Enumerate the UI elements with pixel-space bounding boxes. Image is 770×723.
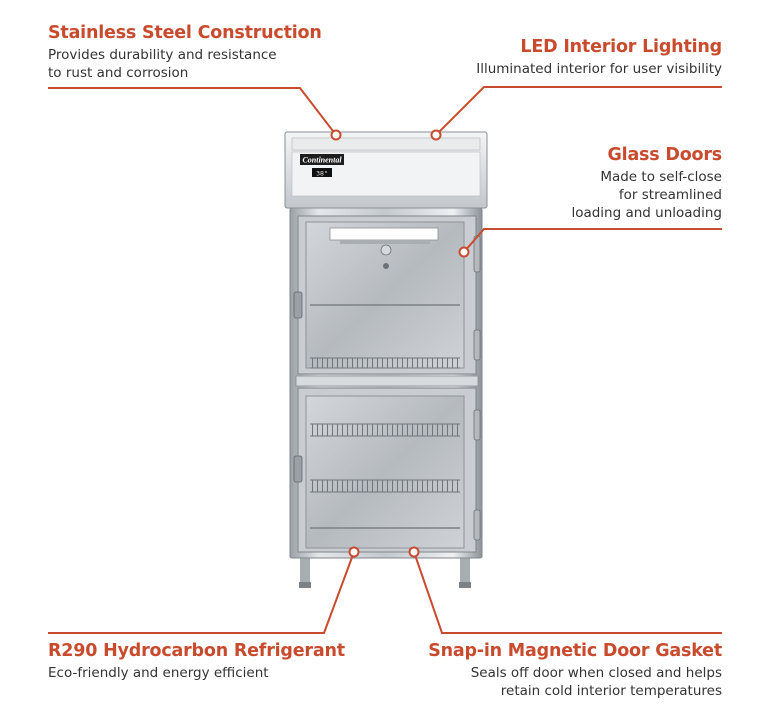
leader-glass-doors [463,228,722,253]
callout-glass-doors: Glass Doors Made to self-close for strea… [571,144,722,222]
callout-door-gasket: Snap-in Magnetic Door Gasket Seals off d… [428,640,722,700]
feature-desc-line: loading and unloading [571,205,722,221]
leader-refrigerant [48,551,355,634]
feature-title-door-gasket: Snap-in Magnetic Door Gasket [428,641,722,661]
feature-desc-stainless-steel: Provides durability and resistance to ru… [48,46,322,82]
marker-refrigerant [348,546,360,558]
feature-desc-glass-doors: Made to self-close for streamlined loadi… [571,168,722,222]
feature-desc-line: Made to self-close [600,169,722,185]
feature-title-stainless-steel: Stainless Steel Construction [48,23,322,43]
door-divider [295,375,479,387]
feature-desc-line: Seals off door when closed and helps [470,665,722,681]
feature-desc-line: to rust and corrosion [48,65,189,81]
feature-desc-line: Provides durability and resistance [48,47,277,63]
lower-glass-door [297,387,477,553]
brand-badge-text: Continental [302,156,342,165]
callout-refrigerant: R290 Hydrocarbon Refrigerant Eco-friendl… [48,640,345,682]
temperature-display-text: 38° [316,170,328,178]
feature-title-glass-doors: Glass Doors [607,145,722,165]
callout-stainless-steel: Stainless Steel Construction Provides du… [48,22,322,82]
feature-desc-door-gasket: Seals off door when closed and helps ret… [428,664,722,700]
marker-glass-doors [458,246,470,258]
marker-stainless-steel [330,129,342,141]
feature-desc-line: Eco-friendly and energy efficient [48,665,269,681]
temperature-display [312,168,332,177]
upper-glass-door [297,215,477,375]
leader-led-lighting [435,86,722,136]
leg-right [459,556,471,588]
feature-desc-refrigerant: Eco-friendly and energy efficient [48,664,345,682]
door-handles [293,235,481,541]
leg-left [299,556,311,588]
brand-badge [300,154,344,165]
feature-desc-line: Illuminated interior for user visibility [476,61,722,77]
feature-desc-line: retain cold interior temperatures [500,683,722,699]
leader-door-gasket [413,551,722,634]
feature-desc-line: for streamlined [618,187,722,203]
marker-door-gasket [408,546,420,558]
feature-title-refrigerant: R290 Hydrocarbon Refrigerant [48,641,345,661]
feature-title-led-lighting: LED Interior Lighting [520,37,722,57]
callout-led-lighting: LED Interior Lighting Illuminated interi… [476,36,722,78]
marker-led-lighting [430,129,442,141]
feature-desc-led-lighting: Illuminated interior for user visibility [476,60,722,78]
leader-stainless-steel [48,87,337,136]
